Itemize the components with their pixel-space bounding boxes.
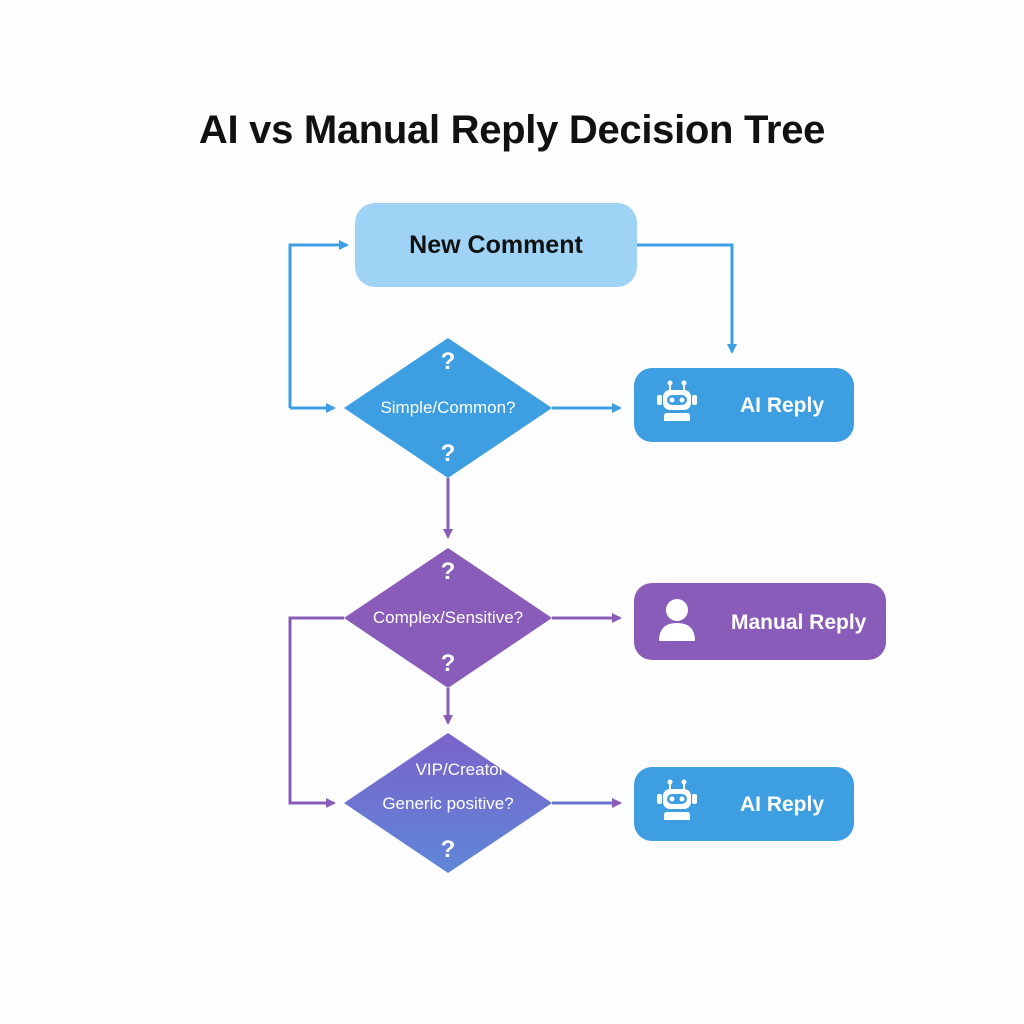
outcome-ai-reply-1-label: AI Reply — [740, 394, 825, 417]
outcome-ai-reply-1[interactable]: AI Reply — [634, 368, 854, 442]
decision-3-label-line1: VIP/Creator — [415, 760, 505, 779]
decision-diamond-complex — [344, 548, 552, 688]
robot-icon — [656, 379, 698, 431]
decision-1-bottom-mark: ? — [440, 440, 456, 467]
decision-3-label-line2: Generic positive? — [382, 794, 514, 813]
outcome-manual-reply-label: Manual Reply — [731, 611, 867, 634]
connector-decision-2-loop-to-decision-3 — [288, 616, 344, 808]
decision-2-bottom-mark: ? — [440, 650, 456, 677]
decision-diamond-simple — [344, 338, 552, 478]
connector-start-to-ai-reply — [637, 243, 737, 354]
outcome-ai-reply-2[interactable]: AI Reply — [634, 767, 854, 841]
decision-3-bottom-mark: ? — [440, 836, 456, 863]
outcome-manual-reply[interactable]: Manual Reply — [634, 583, 886, 660]
person-icon — [656, 596, 698, 648]
start-node-label: New Comment — [409, 230, 583, 259]
decision-2-top-mark: ? — [440, 558, 456, 585]
decision-diamond-vip — [344, 733, 552, 873]
decision-2-label: Complex/Sensitive? — [372, 608, 524, 627]
robot-icon — [656, 778, 698, 830]
diagram-title: AI vs Manual Reply Decision Tree — [198, 108, 826, 152]
connector-loop-to-start — [288, 240, 349, 408]
start-node-new-comment[interactable]: New Comment — [355, 203, 637, 287]
decision-1-label: Simple/Common? — [380, 398, 516, 417]
decision-1-top-mark: ? — [440, 348, 456, 375]
outcome-ai-reply-2-label: AI Reply — [740, 793, 825, 816]
